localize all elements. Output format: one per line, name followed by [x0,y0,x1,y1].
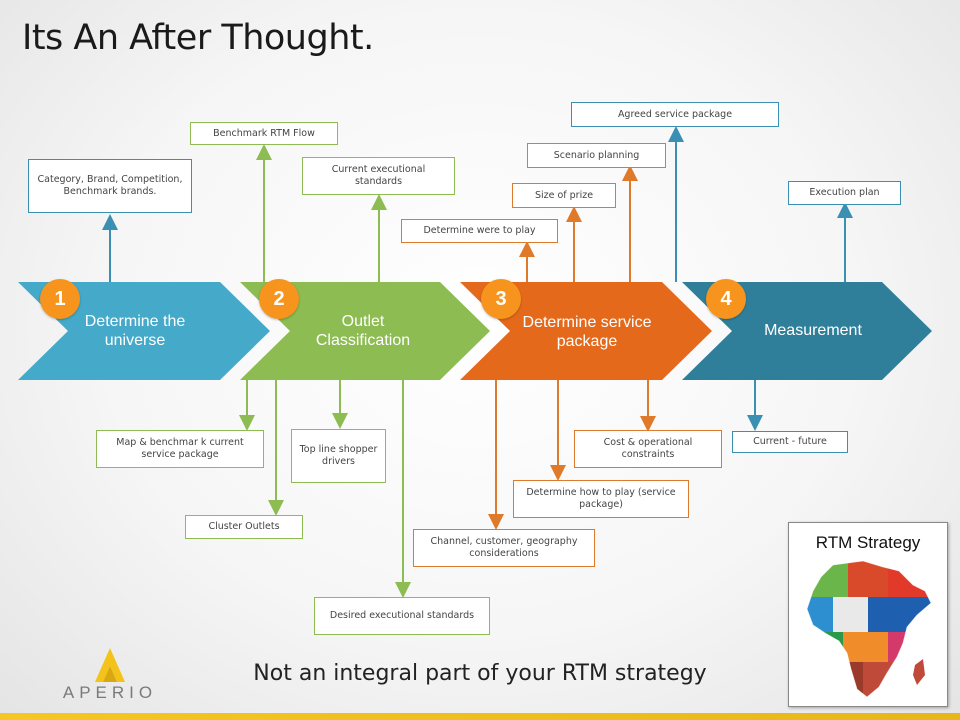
stage-3-badge: 3 [481,279,521,319]
box-desired-executional: Desired executional standards [314,597,490,635]
box-cluster-outlets: Cluster Outlets [185,515,303,539]
box-category-brand: Category, Brand, Competition, Benchmark … [28,159,192,213]
box-benchmark-rtm-flow: Benchmark RTM Flow [190,122,338,145]
box-agreed-service-package: Agreed service package [571,102,779,127]
stage-2-label: Outlet Classification [315,312,411,349]
box-scenario-planning: Scenario planning [527,143,666,168]
stage-1-badge: 1 [40,279,80,319]
box-determine-how-to-play: Determine how to play (service package) [513,480,689,518]
aperio-logo-text: APERIO [62,683,158,702]
bottom-accent-bar [0,713,960,720]
box-channel-customer: Channel, customer, geography considerati… [413,529,595,567]
box-size-of-prize: Size of prize [512,183,616,208]
aperio-logo [95,648,125,682]
rtm-strategy-title: RTM Strategy [815,533,921,552]
stage-4-badge: 4 [706,279,746,319]
stage-1-label: Determine the universe [84,312,186,349]
stage-3-chevron [460,282,712,380]
stage-4-label: Measurement [764,322,862,340]
stage-2-chevron [240,282,490,380]
stage-1-chevron [18,282,270,380]
africa-puzzle-map-icon [806,560,932,698]
stage-3-label: Determine service package [522,313,652,350]
tagline: Not an integral part of your RTM strateg… [253,661,707,686]
stage-2-badge: 2 [259,279,299,319]
box-execution-plan: Execution plan [788,181,901,205]
rtm-strategy-card: RTM Strategy [788,522,948,707]
box-top-line-shopper: Top line shopper drivers [291,429,386,483]
box-current-future: Current - future [732,431,848,453]
box-current-executional: Current executional standards [302,157,455,195]
box-map-benchmark: Map & benchmar k current service package [96,430,264,468]
box-cost-operational: Cost & operational constraints [574,430,722,468]
page-title: Its An After Thought. [22,18,374,58]
box-determine-where-to-play: Determine were to play [401,219,558,243]
